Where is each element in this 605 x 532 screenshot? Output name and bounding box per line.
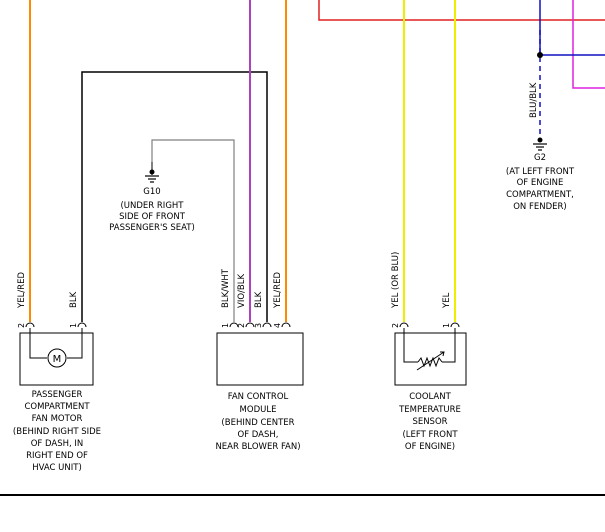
- pin-module-2: 2: [237, 323, 246, 328]
- motor-line-5: OF DASH, IN: [31, 439, 84, 449]
- motor-icon: [47, 348, 67, 368]
- g2-line-1: (AT LEFT FRONT: [506, 167, 575, 177]
- ground-symbol-g2: [533, 137, 547, 151]
- wire-label-vio-blk: VIO/BLK: [237, 274, 247, 308]
- fan-control-module-label: FAN CONTROL MODULE (BEHIND CENTER OF DAS…: [215, 392, 300, 452]
- coolant-sensor-label: COOLANT TEMPERATURE SENSOR (LEFT FRONT O…: [398, 392, 461, 452]
- pin-module-4: 4: [273, 323, 282, 328]
- ground-label-g2: G2 (AT LEFT FRONT OF ENGINE COMPARTMENT,…: [506, 153, 575, 212]
- module-line-3: (BEHIND CENTER: [221, 418, 294, 428]
- sensor-line-1: COOLANT: [409, 392, 451, 402]
- wire-label-blk-wht: BLK/WHT: [221, 268, 231, 308]
- motor-line-2: COMPARTMENT: [24, 402, 90, 412]
- wire-magenta-right: [572, 0, 605, 89]
- sensor-line-2: TEMPERATURE: [398, 405, 461, 415]
- wire-red-top: [318, 0, 605, 21]
- wire-label-blu-blk: BLU/BLK: [529, 82, 539, 118]
- module-line-4: OF DASH,: [238, 430, 279, 440]
- connector-sensor: [399, 322, 460, 328]
- module-line-5: NEAR BLOWER FAN): [215, 442, 300, 452]
- motor-line-6: RIGHT END OF: [26, 451, 88, 461]
- g10-line-3: PASSENGER'S SEAT): [109, 223, 195, 233]
- pin-module-1: 1: [221, 323, 230, 328]
- g2-line-4: ON FENDER): [513, 202, 567, 212]
- ground-label-g10: G10 (UNDER RIGHT SIDE OF FRONT PASSENGER…: [109, 187, 195, 233]
- splice-dot: [537, 52, 543, 58]
- g2-id: G2: [534, 153, 546, 163]
- g10-id: G10: [143, 187, 160, 197]
- pin-motor-2: 2: [17, 323, 26, 328]
- wire-blk-wht: [151, 139, 235, 322]
- g2-line-3: COMPARTMENT,: [506, 190, 574, 200]
- wire-label-blk-mid: BLK: [254, 291, 264, 308]
- wire-label-yel-red-mid: YEL/RED: [273, 272, 283, 309]
- sensor-line-4: (LEFT FRONT: [402, 430, 458, 440]
- wire-label-yel-or-blu: YEL (OR BLU): [391, 252, 401, 309]
- module-line-1: FAN CONTROL: [228, 392, 289, 402]
- motor-line-4: (BEHIND RIGHT SIDE: [13, 427, 101, 437]
- ground-symbol-g10: [145, 162, 159, 183]
- thermistor-icon: [417, 356, 443, 368]
- sensor-line-5: OF ENGINE): [405, 442, 455, 452]
- wire-label-blk-left: BLK: [69, 291, 79, 308]
- wire-label-yel-red-left: YEL/RED: [17, 272, 27, 309]
- pin-motor-1: 1: [69, 323, 78, 328]
- pin-sensor-2: 2: [391, 323, 400, 328]
- g10-line-1: (UNDER RIGHT: [120, 201, 184, 211]
- motor-line-7: HVAC UNIT): [32, 463, 82, 473]
- connector-module: [229, 322, 291, 328]
- g10-line-2: SIDE OF FRONT: [119, 212, 186, 222]
- sensor-line-3: SENSOR: [412, 417, 447, 427]
- motor-symbol: M: [53, 354, 62, 365]
- motor-line-3: FAN MOTOR: [32, 414, 83, 424]
- fan-motor-box: M: [19, 328, 94, 386]
- fan-control-module-box: [216, 332, 304, 386]
- wire-blk-motor: [81, 71, 268, 322]
- motor-line-1: PASSENGER: [32, 390, 83, 400]
- pin-module-3: 3: [254, 323, 263, 328]
- fan-motor-label: PASSENGER COMPARTMENT FAN MOTOR (BEHIND …: [13, 390, 101, 473]
- wire-label-yel-right: YEL: [442, 292, 452, 309]
- connector-motor: [25, 322, 87, 328]
- pin-sensor-1: 1: [442, 323, 451, 328]
- coolant-sensor-box: [394, 328, 467, 386]
- module-line-2: MODULE: [240, 405, 277, 415]
- g2-line-2: OF ENGINE: [517, 178, 564, 188]
